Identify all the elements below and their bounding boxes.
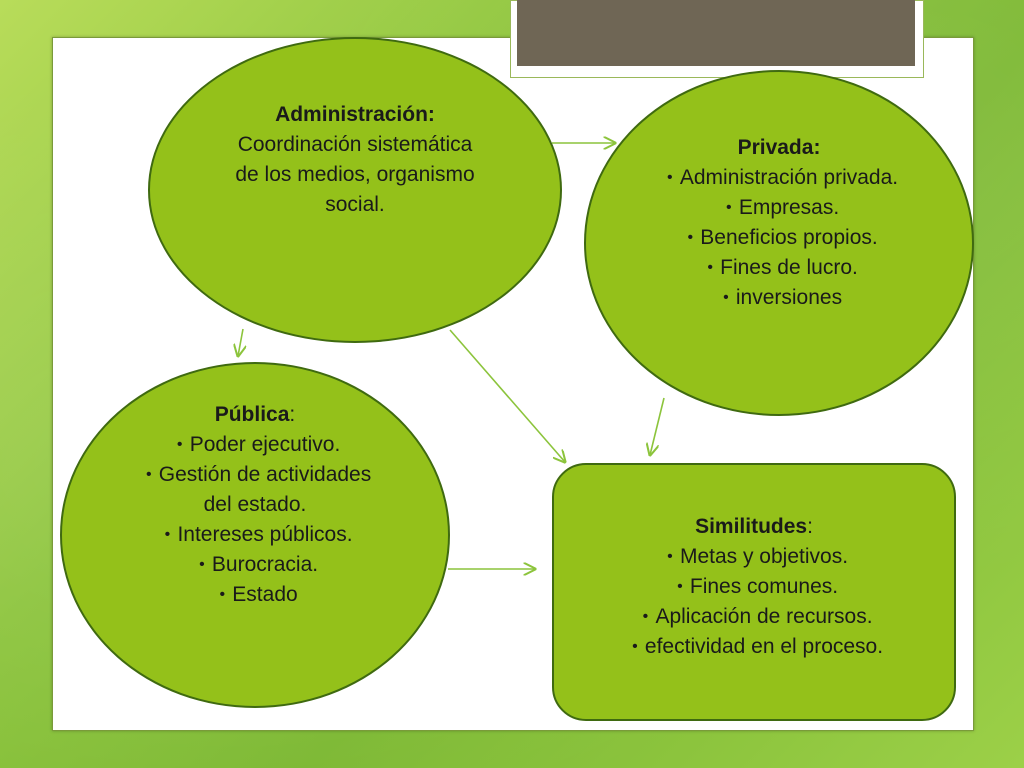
- bullet-icon: •: [176, 436, 183, 453]
- list-item: •Estado: [125, 580, 385, 610]
- node-similitudes: Similitudes: •Metas y objetivos. •Fines …: [552, 463, 956, 721]
- arrow-admin-to-publica: [238, 328, 243, 356]
- publica-title-row: Pública:: [125, 400, 385, 430]
- publica-title-suffix: :: [289, 403, 296, 426]
- list-item: •efectividad en el proceso.: [584, 632, 924, 662]
- list-item: •Fines de lucro.: [659, 253, 899, 283]
- bullet-icon: •: [687, 229, 694, 246]
- bullet-icon: •: [164, 526, 171, 543]
- bullet-icon: •: [677, 578, 683, 595]
- list-item: •Burocracia.: [125, 550, 385, 580]
- node-privada: Privada: •Administración privada. •Empre…: [584, 70, 974, 416]
- list-item: •Beneficios propios.: [659, 223, 899, 253]
- list-item: •Intereses públicos.: [125, 520, 385, 550]
- administracion-title: Administración:: [275, 103, 435, 126]
- list-item: •Aplicación de recursos.: [584, 602, 924, 632]
- list-item: •inversiones: [659, 283, 899, 313]
- list-item: •Poder ejecutivo.: [125, 430, 385, 460]
- list-item: •Empresas.: [659, 193, 899, 223]
- bullet-icon: •: [726, 199, 732, 216]
- bullet-icon: •: [642, 608, 649, 625]
- similitudes-list: •Metas y objetivos. •Fines comunes. •Apl…: [584, 542, 924, 662]
- bullet-icon: •: [199, 556, 205, 573]
- similitudes-title-suffix: :: [807, 515, 813, 538]
- header-bar: [517, 0, 915, 66]
- node-publica: Pública: •Poder ejecutivo. •Gestión de a…: [60, 362, 450, 708]
- bullet-icon: •: [632, 638, 638, 655]
- list-item: •Administración privada.: [659, 163, 899, 193]
- list-item: •Fines comunes.: [584, 572, 924, 602]
- bullet-icon: •: [219, 586, 226, 603]
- node-administracion: Administración: Coordinación sistemática…: [148, 37, 562, 343]
- bullet-icon: •: [667, 548, 673, 565]
- similitudes-title-row: Similitudes:: [584, 512, 924, 542]
- bullet-icon: •: [707, 259, 713, 276]
- publica-list: •Poder ejecutivo. •Gestión de actividade…: [125, 430, 385, 610]
- bullet-icon: •: [667, 169, 673, 186]
- arrow-admin-to-similitudes: [449, 329, 565, 462]
- publica-title: Pública: [214, 403, 290, 426]
- list-item: •Gestión de actividades del estado.: [125, 460, 385, 520]
- privada-list: •Administración privada. •Empresas. •Ben…: [659, 163, 899, 313]
- list-item: •Metas y objetivos.: [584, 542, 924, 572]
- privada-title: Privada:: [737, 136, 821, 159]
- bullet-icon: •: [145, 466, 152, 483]
- similitudes-title: Similitudes: [695, 515, 808, 538]
- administracion-text: Coordinación sistemática de los medios, …: [235, 133, 475, 216]
- arrow-privada-to-similitudes: [650, 397, 665, 455]
- bullet-icon: •: [723, 289, 729, 306]
